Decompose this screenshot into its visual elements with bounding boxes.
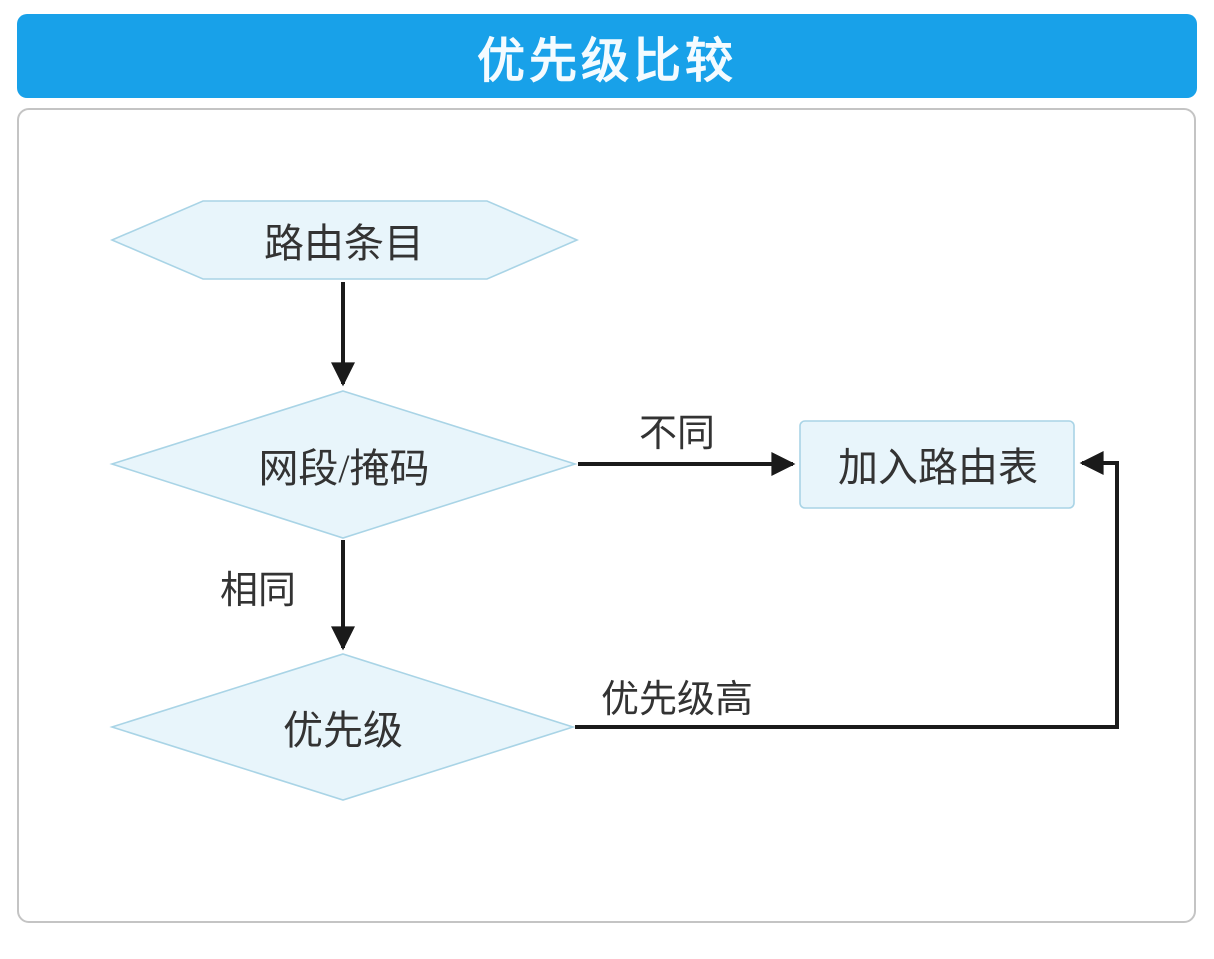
page-title: 优先级比较 [476, 35, 737, 88]
shape-add-to-table-rect [799, 420, 1075, 509]
node-mask-check: 网段/掩码 [258, 446, 430, 491]
node-route-entry: 路由条目 [264, 221, 424, 266]
shape-mask-check-diamond [109, 390, 578, 539]
node-priority-check: 优先级 [283, 708, 403, 753]
edge-label-priority-higher: 优先级高 [600, 678, 753, 721]
edge-label-different: 不同 [638, 412, 715, 455]
shape-route-entry-hexagon [109, 200, 580, 280]
connector-priority-to-table [575, 451, 1119, 729]
edge-label-same: 相同 [219, 569, 296, 612]
node-add-to-table: 加入路由表 [838, 445, 1038, 490]
title-bar: 优先级比较 [17, 14, 1197, 98]
shape-priority-check-diamond [109, 653, 576, 801]
